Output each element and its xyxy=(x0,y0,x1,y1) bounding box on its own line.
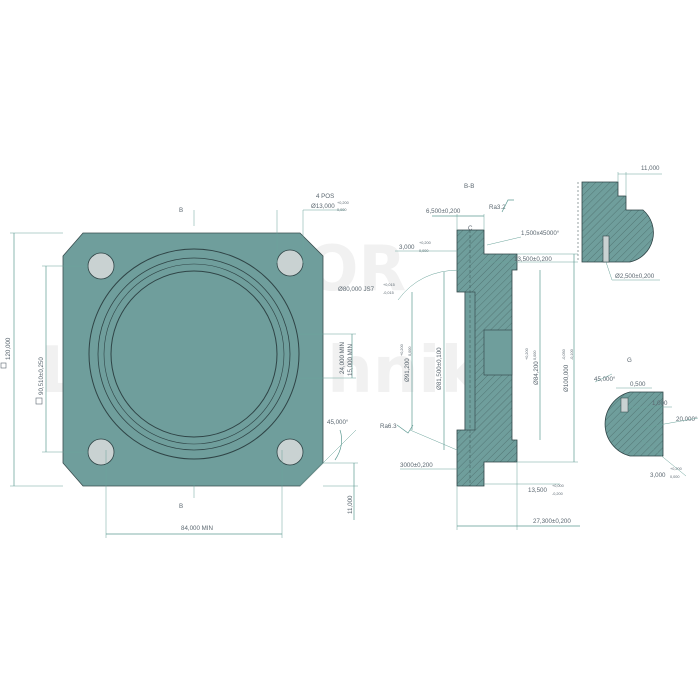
bore-circle xyxy=(110,270,278,438)
dia-100-tol-lower: -0,100 xyxy=(570,349,574,360)
dia-91-tol-upper: +0,200 xyxy=(400,344,404,356)
detail-c-dim-11: 11,000 xyxy=(641,165,660,172)
dia-84-label: Ø84,200 xyxy=(533,361,540,385)
dia-91-tol-lower: 0,000 xyxy=(408,346,412,356)
detail-g-3-leader xyxy=(641,439,687,477)
dim-top-width-label: 6,500±0,200 xyxy=(426,208,461,215)
square-size-label: 120,000 xyxy=(5,337,12,360)
detail-c-profile xyxy=(581,181,654,263)
dim-13-5-tol-lower: -0,200 xyxy=(552,492,563,496)
section-view: B-B 6,500±0,200 Ra3.2 1,500x45000° C 3,0… xyxy=(338,183,580,530)
detail-c-hole-leader xyxy=(605,261,613,281)
width-min-label: 84,000 MIN xyxy=(181,525,213,532)
detail-c-view: 11,000 Ø2,500±0,200 xyxy=(577,165,662,281)
detail-g-notch xyxy=(620,397,629,413)
groove-recess xyxy=(483,329,513,376)
dia-100-tol-upper: -0,050 xyxy=(562,349,566,360)
bolt-hole-bottom-right xyxy=(276,438,304,466)
dia-81-label: Ø81,500±0,100 xyxy=(436,347,443,390)
dim-13-5-tol-upper: +0,000 xyxy=(552,484,564,488)
ra-leader xyxy=(409,429,458,451)
detail-g-title: G xyxy=(627,357,632,364)
dim-total-label: 27,300±0,200 xyxy=(533,518,571,525)
detail-g-angle-label: 45,000° xyxy=(594,376,616,383)
angle-leg xyxy=(299,429,357,487)
detail-g-dim-1: 1,000 xyxy=(652,400,668,407)
bore-fit-leader xyxy=(397,269,461,301)
angle-45-label: 45,000° xyxy=(327,419,349,426)
dim-bottom-label: 3000±0,200 xyxy=(400,462,433,469)
bolt-hole-top-right xyxy=(276,249,304,277)
dim-depth-label: 13,500±0,200 xyxy=(514,256,552,263)
bolt-hole-top-left xyxy=(87,252,115,280)
detail-g-view: G 45,000° 0,500 1,000 20,000° 3,000 +0,2… xyxy=(594,357,699,479)
front-view: B B 4 POS Ø13,000 +0,200 0,000 120,000 9… xyxy=(0,193,358,538)
square-symbol-120 xyxy=(0,362,7,369)
roughness-symbol-bottom xyxy=(396,424,414,434)
bore-fit-label: Ø80,000 JS7 xyxy=(338,286,375,293)
section-mark-bottom: B xyxy=(179,503,183,510)
detail-g-dim-3-tol-upper: +0,200 xyxy=(670,467,682,471)
detail-g-20-line xyxy=(641,417,699,429)
detail-g-profile xyxy=(604,391,664,457)
dia-84-tol-lower: 0,000 xyxy=(533,350,537,360)
detail-c-label: C xyxy=(468,225,473,232)
chamfer-label: 1,500x45000° xyxy=(521,230,560,237)
hole-dia-label: Ø13,000 xyxy=(311,203,335,210)
dia-84-tol-upper: +0,200 xyxy=(525,348,529,360)
dia-91-label: Ø91,200 xyxy=(404,358,411,382)
detail-g-dim-3: 3,000 xyxy=(650,472,666,479)
roughness-symbol-top xyxy=(501,199,514,213)
detail-g-dim-0-5: 0,500 xyxy=(630,381,646,388)
bore-fit-tol-lower: -0,015 xyxy=(383,291,394,295)
height-dim-label: 11,000 xyxy=(347,495,354,514)
roughness-top-label: Ra3.2 xyxy=(489,204,506,211)
section-mark-top: B xyxy=(179,207,183,214)
roughness-bottom-label: Ra6.3 xyxy=(380,423,397,430)
hole-dia-tol-upper: +0,200 xyxy=(337,201,349,205)
detail-g-angle-20: 20,000° xyxy=(676,416,698,423)
dim-groove-label: 3,000 xyxy=(399,244,415,251)
bore-fit-tol-upper: +0,015 xyxy=(383,283,395,287)
dia-100-label: Ø100,000 xyxy=(563,364,570,392)
detail-g-dim-3-tol-lower: 0,000 xyxy=(670,475,680,479)
detail-c-hole xyxy=(602,235,610,263)
detail-g-angle-leader xyxy=(594,373,613,383)
dim-13-5-label: 13,500 xyxy=(528,487,547,494)
inner-dim-b-label: 15,000 MIN xyxy=(347,344,354,376)
inner-dim-a-label: 24,000 MIN xyxy=(339,342,346,374)
dim-groove-tol-upper: +0,200 xyxy=(419,241,431,245)
detail-c-hole-label: Ø2,500±0,200 xyxy=(615,273,655,280)
square-symbol-pitch xyxy=(35,397,43,405)
chamfer-leader xyxy=(486,236,522,246)
holes-pos-label: 4 POS xyxy=(316,193,334,200)
section-title: B-B xyxy=(464,183,474,190)
bolt-pitch-label: 90,510±0,250 xyxy=(38,357,45,395)
bolt-hole-bottom-left xyxy=(87,438,115,466)
